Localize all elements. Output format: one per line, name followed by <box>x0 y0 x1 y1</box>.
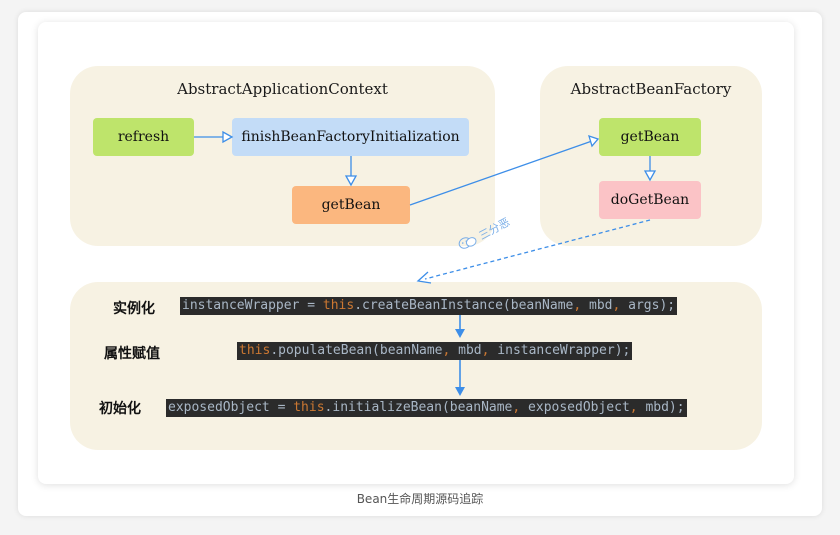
code-instantiate: instanceWrapper = this.createBeanInstanc… <box>180 297 678 315</box>
wechat-icon <box>458 237 477 249</box>
code-initialize: exposedObject = this.initializeBean(bean… <box>166 399 687 417</box>
bean-factory-title: AbstractBeanFactory <box>570 80 732 98</box>
factory-getbean-node[interactable]: getBean <box>599 118 701 156</box>
watermark: 三分恶 <box>456 214 513 254</box>
step-label-instantiate: 实例化 <box>113 301 155 317</box>
step-label-initialize: 初始化 <box>99 401 141 417</box>
context-getbean-node[interactable]: getBean <box>292 186 410 224</box>
step-label-populate: 属性赋值 <box>104 346 160 362</box>
refresh-node[interactable]: refresh <box>93 118 194 156</box>
finish-bean-factory-initialization-node[interactable]: finishBeanFactoryInitialization <box>232 118 469 156</box>
dogetbean-node[interactable]: doGetBean <box>599 181 701 219</box>
code-populate: this.populateBean(beanName, mbd, instanc… <box>237 342 633 360</box>
figure-caption: Bean生命周期源码追踪 <box>356 492 484 506</box>
application-context-title: AbstractApplicationContext <box>177 80 388 98</box>
